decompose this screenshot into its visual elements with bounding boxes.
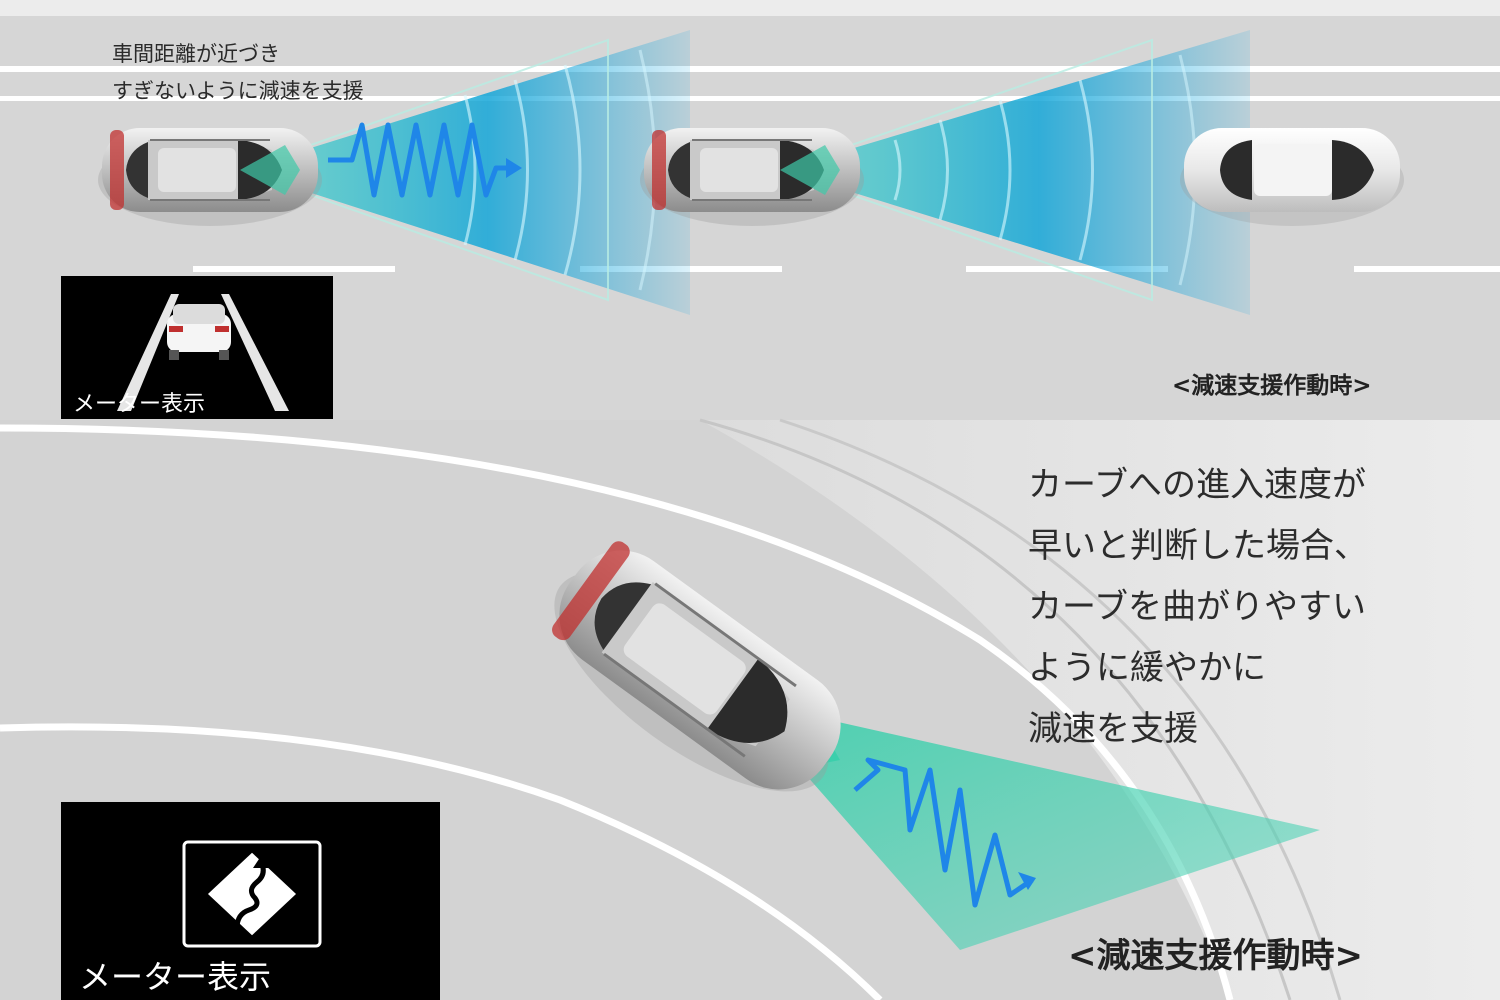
arrow-head (506, 158, 522, 178)
signal-wave (328, 122, 515, 198)
radar-cone (776, 30, 1250, 315)
signal-wave (853, 757, 1034, 908)
annotation-line: カーブを曲がりやすい (1028, 587, 1366, 627)
annotation-line: 減速を支援 (1028, 709, 1198, 749)
bottom-caption: <減速支援作動時> (1068, 936, 1363, 976)
arrow-head (1018, 872, 1036, 890)
winding-road-icon (182, 840, 322, 948)
meter-label: メーター表示 (73, 392, 206, 417)
lane-dash (1354, 266, 1500, 272)
annotation-line: ように緩やかに (1028, 648, 1266, 688)
car-lead (1180, 128, 1404, 226)
annotation-line: カーブへの進入速度が (1028, 465, 1366, 505)
annotation-line: 早いと判断した場合、 (1028, 526, 1368, 566)
lane-dash (193, 266, 395, 272)
curve-annotation: カーブへの進入速度が 早いと判断した場合、 カーブを曲がりやすい ように緩やかに… (1028, 455, 1368, 760)
annotation-line: 車間距離が近づき (112, 42, 280, 66)
lane-dash (966, 266, 1168, 272)
annotation-line: すぎないように減速を支援 (112, 79, 364, 103)
top-annotation: 車間距離が近づき すぎないように減速を支援 (112, 36, 364, 110)
top-caption: <減速支援作動時> (1172, 373, 1372, 399)
meter-display-curve: メーター表示 (61, 802, 440, 1000)
meter-display-follow: メーター表示 (61, 276, 333, 419)
meter-label: メーター表示 (79, 958, 272, 996)
lead-car-icon (117, 294, 289, 411)
